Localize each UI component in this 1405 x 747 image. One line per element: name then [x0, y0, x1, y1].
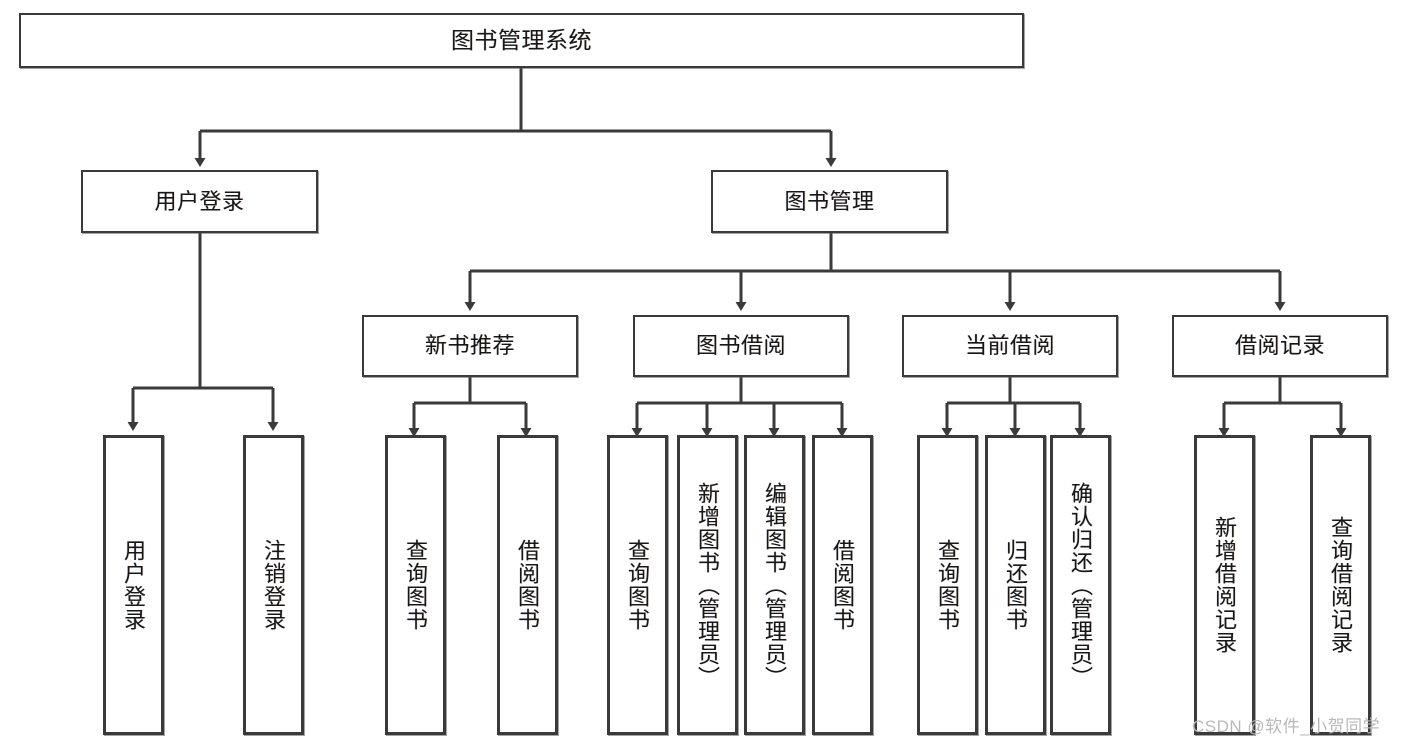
leaf-borrow-borrow-book[interactable]: 借阅图书: [812, 435, 873, 735]
leaf-current-confirm-return-admin[interactable]: 确认归还（管理员）: [1050, 435, 1111, 735]
node-label: 当前借阅: [964, 333, 1055, 359]
leaf-recommend-borrow-book[interactable]: 借阅图书: [497, 435, 558, 735]
leaf-record-query-borrow-record[interactable]: 查询借阅记录: [1310, 435, 1371, 735]
node-label: 用户登录: [154, 188, 245, 214]
node-user-login[interactable]: 用户登录: [81, 170, 318, 233]
leaf-record-add-borrow-record[interactable]: 新增借阅记录: [1194, 435, 1255, 735]
node-label: 归还图书: [1003, 539, 1029, 631]
node-borrow-record[interactable]: 借阅记录: [1172, 315, 1388, 377]
leaf-current-query-book[interactable]: 查询图书: [917, 435, 978, 735]
node-label: 借阅图书: [830, 539, 856, 631]
leaf-recommend-query-book[interactable]: 查询图书: [385, 435, 446, 735]
leaf-current-return-book[interactable]: 归还图书: [985, 435, 1046, 735]
node-label: 图书借阅: [695, 333, 786, 359]
node-label: 确认归还（管理员）: [1068, 481, 1094, 689]
node-root-book-management-system[interactable]: 图书管理系统: [19, 13, 1024, 68]
node-label: 查询图书: [935, 539, 961, 631]
node-label: 编辑图书（管理员）: [762, 481, 788, 689]
node-label: 查询图书: [403, 539, 429, 631]
leaf-borrow-add-book-admin[interactable]: 新增图书（管理员）: [677, 435, 738, 735]
node-label: 图书管理: [784, 188, 875, 214]
node-current-borrow[interactable]: 当前借阅: [902, 315, 1118, 377]
node-new-book-recommend[interactable]: 新书推荐: [362, 315, 578, 377]
node-label: 新增借阅记录: [1212, 516, 1238, 654]
node-book-management[interactable]: 图书管理: [711, 170, 948, 233]
node-label: 图书管理系统: [451, 26, 592, 53]
node-label: 借阅记录: [1234, 333, 1325, 359]
node-label: 新书推荐: [424, 333, 515, 359]
leaf-borrow-query-book[interactable]: 查询图书: [607, 435, 668, 735]
node-label: 查询图书: [625, 539, 651, 631]
node-book-borrow[interactable]: 图书借阅: [633, 315, 849, 377]
node-label: 新增图书（管理员）: [695, 481, 721, 689]
leaf-borrow-edit-book-admin[interactable]: 编辑图书（管理员）: [744, 435, 805, 735]
node-label: 注销登录: [261, 539, 287, 631]
node-label: 借阅图书: [515, 539, 541, 631]
csdn-watermark: CSDN @软件_小贺同学: [1192, 717, 1381, 736]
leaf-user-login-signin[interactable]: 用户登录: [103, 435, 164, 735]
node-label: 用户登录: [121, 539, 147, 631]
leaf-user-login-signout[interactable]: 注销登录: [243, 435, 304, 735]
node-label: 查询借阅记录: [1328, 516, 1354, 654]
